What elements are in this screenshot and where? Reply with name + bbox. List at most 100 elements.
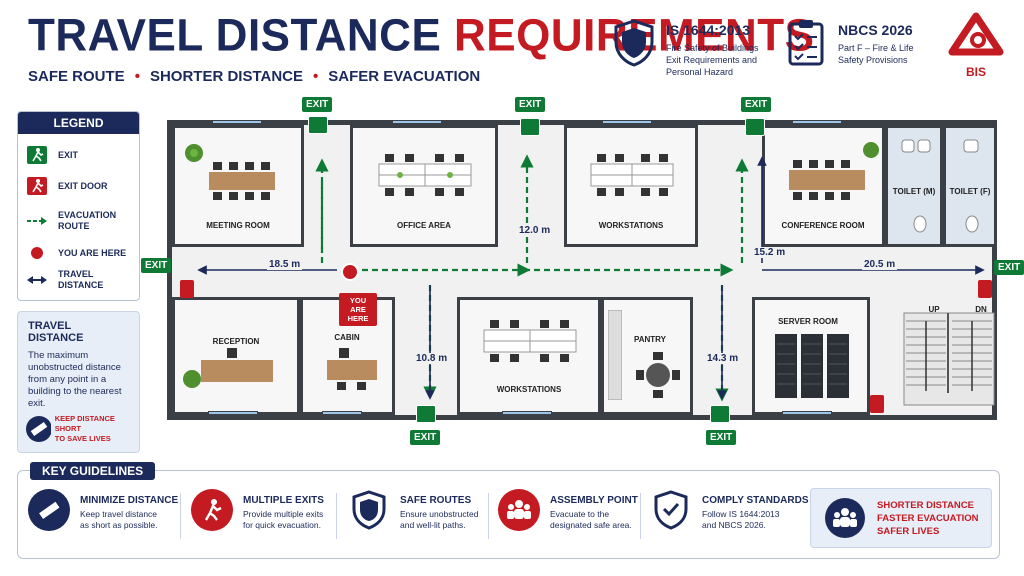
bis-logo: BIS (948, 12, 1004, 79)
legend-item-exit-door: EXIT DOOR (26, 177, 108, 195)
exit-sign-bottom-2: EXIT (706, 430, 737, 445)
room-server (752, 297, 870, 415)
window (208, 411, 258, 415)
floor-plan: MEETING ROOM OFFICE AREA WORKSTATIONS CO… (167, 120, 997, 420)
workstation-desks-icon (590, 154, 674, 196)
subtitle-item: SHORTER DISTANCE (149, 68, 304, 85)
room-label: OFFICE AREA (397, 221, 451, 230)
room-reception (172, 297, 300, 415)
window (212, 120, 262, 124)
window (322, 411, 362, 415)
distance-label: 12.0 m (517, 225, 553, 236)
conference-table-icon (789, 160, 865, 200)
window (782, 411, 832, 415)
room-meeting (172, 125, 304, 247)
divider (640, 493, 641, 539)
room-label: CONFERENCE ROOM (781, 221, 865, 230)
checklist-icon (788, 20, 824, 66)
distance-label: 10.8 m (414, 353, 450, 364)
toilet-fixtures-icon (901, 139, 931, 233)
room-pantry (601, 297, 693, 415)
distance-label: 15.2 m (752, 247, 788, 258)
travel-distance-title: TRAVEL DISTANCE (28, 320, 84, 344)
distance-label: 18.5 m (267, 259, 303, 270)
legend-item-travel-distance: TRAVEL DISTANCE (26, 269, 108, 291)
you-are-here-marker (341, 263, 359, 281)
toilet-fixtures-icon (963, 139, 979, 233)
legend-item-you-are-here: YOU ARE HERE (26, 244, 126, 262)
route-overlay (197, 154, 985, 402)
stairs-down-label: DN (975, 305, 987, 314)
standard-name: IS 1644:2013 (666, 22, 751, 38)
bis-logo-label: BIS (965, 65, 986, 79)
check-shield-icon (650, 489, 692, 531)
subtitle-item: SAFER EVACUATION (328, 68, 481, 85)
title-part-1: TRAVEL DISTANCE (28, 10, 455, 61)
legend-item-exit: EXIT (26, 146, 78, 164)
group-icon (825, 498, 865, 538)
room-label: PANTRY (634, 335, 666, 344)
stairs-up-label: UP (928, 305, 940, 314)
counter-icon (608, 310, 622, 400)
travel-distance-text: The maximum unobstructed distance from a… (28, 350, 122, 409)
exit-door-icon (180, 280, 194, 298)
exit-sign-left: EXIT (141, 258, 172, 273)
window (392, 120, 442, 124)
subtitle: SAFE ROUTE•SHORTER DISTANCE•SAFER EVACUA… (28, 68, 480, 85)
plant-icon (863, 142, 879, 158)
legend-title: LEGEND (18, 112, 139, 134)
room-label: TOILET (F) (949, 187, 991, 196)
exit-sign-top-1: EXIT (302, 97, 333, 112)
room-office-area (350, 125, 498, 247)
ruler-icon (26, 416, 51, 442)
server-racks-icon (775, 334, 849, 398)
room-label: MEETING ROOM (206, 221, 270, 230)
distance-label: 20.5 m (862, 259, 898, 270)
room-label: CABIN (334, 333, 360, 342)
exit-icon (27, 146, 47, 164)
legend: LEGEND EXIT EXIT DOOR EVACUATION ROUTE Y… (17, 111, 140, 301)
exit-sign-bottom-1: EXIT (410, 430, 441, 445)
window (602, 120, 652, 124)
reception-desk-icon (201, 348, 273, 382)
plant-icon (185, 144, 203, 162)
room-workstations-bottom (457, 297, 601, 415)
exit-icon (745, 118, 765, 136)
room-toilet-m (885, 125, 943, 247)
divider (488, 493, 489, 539)
shield-icon (348, 489, 390, 531)
plant-icon (183, 370, 201, 388)
exit-door-icon (978, 280, 992, 298)
ruler-icon (28, 489, 70, 531)
exit-icon (308, 116, 328, 134)
travel-distance-box: TRAVEL DISTANCE The maximum unobstructed… (17, 311, 140, 453)
double-arrow-icon (27, 276, 47, 284)
exit-icon (710, 405, 730, 423)
running-person-icon (191, 489, 233, 531)
fire-extinguisher-icon (870, 395, 884, 413)
exit-sign-top-2: EXIT (515, 97, 546, 112)
room-toilet-f (943, 125, 997, 247)
cabin-desk-icon (327, 348, 377, 390)
window (502, 411, 552, 415)
window (792, 120, 842, 124)
meeting-table-icon (209, 162, 275, 200)
round-table-icon (636, 352, 680, 398)
exit-door-icon (27, 177, 47, 195)
group-icon (498, 489, 540, 531)
divider (180, 493, 181, 539)
standard-name: NBCS 2026 (838, 22, 913, 38)
bis-logo-icon (948, 12, 1004, 56)
room-workstations-top (564, 125, 698, 247)
subtitle-item: SAFE ROUTE (28, 68, 125, 85)
workstation-desks-icon (483, 320, 577, 362)
